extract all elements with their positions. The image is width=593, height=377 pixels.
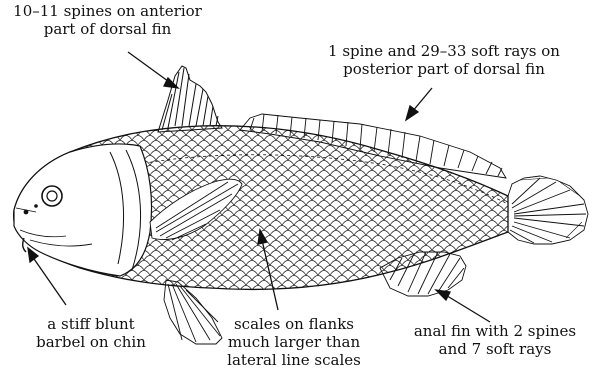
label-posterior-dorsal-fin: 1 spine and 29–33 soft rays on posterior… <box>318 42 570 78</box>
label-line: posterior part of dorsal fin <box>318 60 570 78</box>
caudal-fin <box>508 176 588 244</box>
label-anal-fin: anal fin with 2 spines and 7 soft rays <box>400 322 590 358</box>
label-line: 10–11 spines on anterior <box>0 2 215 20</box>
label-line: and 7 soft rays <box>400 340 590 358</box>
arrow-anal-fin <box>436 290 490 322</box>
arrow-dorsal-posterior <box>406 88 432 120</box>
label-line: part of dorsal fin <box>0 20 215 38</box>
label-flank-scales: scales on flanks much larger than latera… <box>213 315 375 369</box>
label-chin-barbel: a stiff blunt barbel on chin <box>20 315 162 351</box>
label-line: lateral line scales <box>213 351 375 369</box>
label-line: barbel on chin <box>20 333 162 351</box>
label-line: 1 spine and 29–33 soft rays on <box>318 42 570 60</box>
arrow-dorsal-anterior <box>128 52 178 88</box>
anterior-dorsal-fin <box>158 66 222 132</box>
label-line: much larger than <box>213 333 375 351</box>
label-line: scales on flanks <box>213 315 375 333</box>
label-line: a stiff blunt <box>20 315 162 333</box>
label-line: anal fin with 2 spines <box>400 322 590 340</box>
label-anterior-dorsal-fin: 10–11 spines on anterior part of dorsal … <box>0 2 215 38</box>
